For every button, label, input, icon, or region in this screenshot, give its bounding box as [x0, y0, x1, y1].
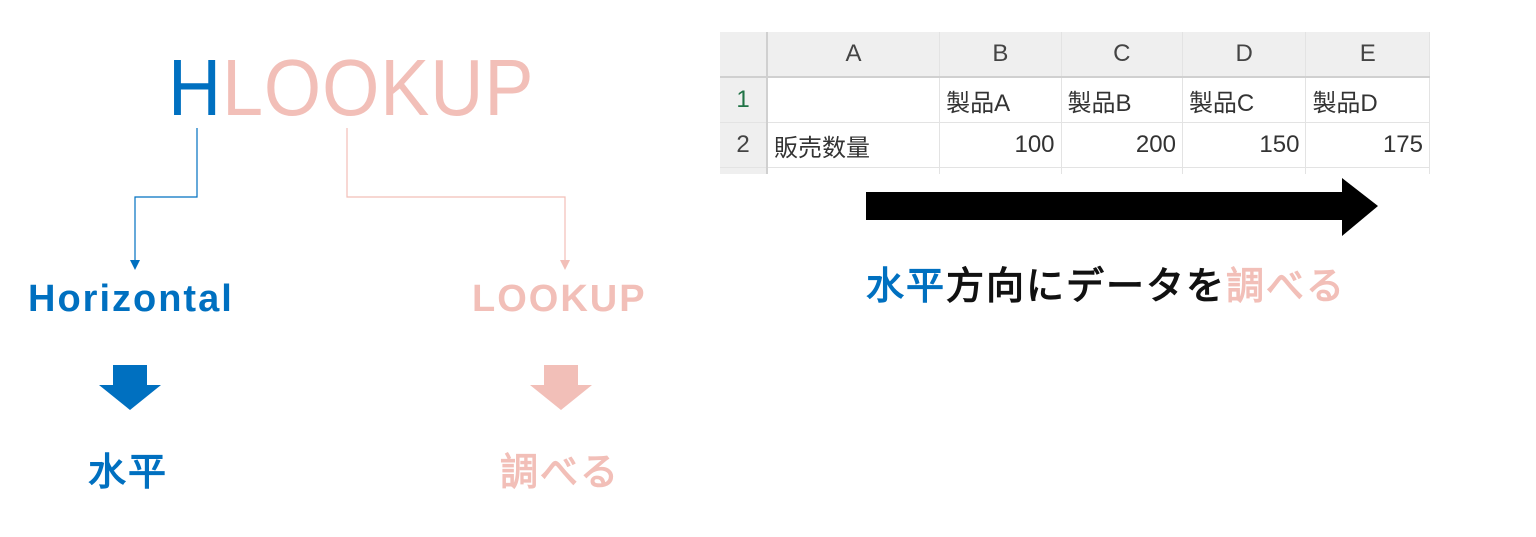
suihei-label: 水平: [88, 452, 169, 494]
row-header[interactable]: 1: [720, 77, 768, 123]
pink-connector: [346, 128, 566, 262]
cell[interactable]: 製品D: [1305, 77, 1430, 123]
row-header[interactable]: 2: [720, 122, 768, 168]
cell: [1305, 167, 1430, 174]
cell[interactable]: 150: [1182, 122, 1307, 168]
cell[interactable]: 製品B: [1061, 77, 1183, 123]
cell[interactable]: 100: [939, 122, 1062, 168]
column-header-row: A B C D E: [720, 32, 1430, 78]
cell: [1061, 167, 1183, 174]
cell: [767, 167, 941, 174]
table-row: 2 販売数量 100 200 150 175: [720, 122, 1430, 168]
blue-connector-arrowhead: [130, 260, 140, 270]
pink-down-arrow-icon: [530, 365, 592, 410]
cell[interactable]: [766, 77, 941, 123]
row-header: [720, 167, 768, 174]
pink-connector-arrowhead: [560, 260, 570, 270]
caption-horizontal: 水平: [866, 266, 947, 308]
right-arrow-icon: [866, 178, 1378, 236]
cell[interactable]: 製品C: [1182, 77, 1307, 123]
spreadsheet: A B C D E 1 製品A 製品B 製品C 製品D 2 販売数量 100 2…: [720, 32, 1430, 174]
shiraberu-label: 調べる: [500, 452, 621, 494]
table-row: 1 製品A 製品B 製品C 製品D: [720, 77, 1430, 123]
cell[interactable]: 200: [1061, 122, 1183, 168]
cell[interactable]: 製品A: [939, 77, 1062, 123]
title-lookup: LOOKUP: [222, 43, 535, 132]
column-header[interactable]: A: [767, 32, 941, 78]
caption-direction: 方向にデータを: [946, 266, 1227, 308]
cell: [1182, 167, 1307, 174]
table-row-partial: [720, 167, 1430, 174]
column-header[interactable]: C: [1061, 32, 1183, 78]
select-all-corner[interactable]: [720, 32, 768, 78]
horizontal-label: Horizontal: [28, 278, 234, 320]
cell[interactable]: 175: [1305, 122, 1430, 168]
blue-down-arrow-icon: [99, 365, 161, 410]
lookup-label: LOOKUP: [472, 278, 647, 320]
title-h: H: [168, 43, 223, 132]
cell[interactable]: 販売数量: [767, 122, 941, 168]
caption: 水平方向にデータを調べる: [866, 255, 1346, 310]
column-header[interactable]: D: [1182, 32, 1307, 78]
hlookup-title: HLOOKUP: [168, 48, 534, 128]
caption-lookup: 調べる: [1226, 266, 1347, 308]
column-header[interactable]: B: [939, 32, 1062, 78]
blue-connector: [134, 128, 198, 262]
column-header[interactable]: E: [1305, 32, 1430, 78]
cell: [939, 167, 1062, 174]
